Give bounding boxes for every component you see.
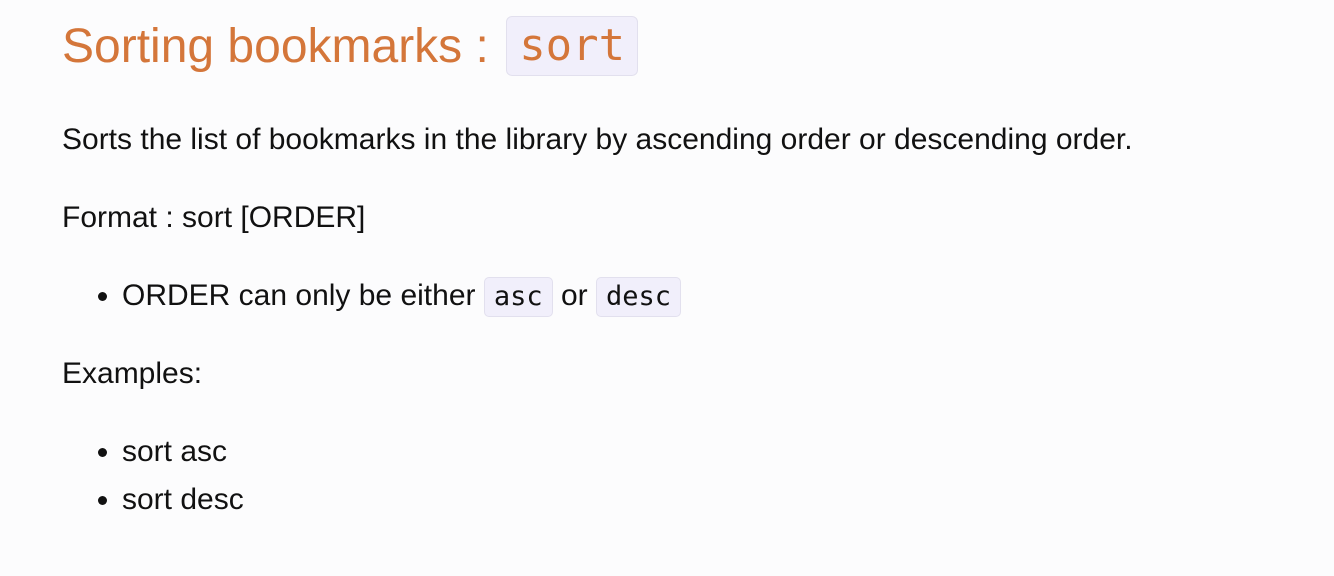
examples-list: sort asc sort desc bbox=[62, 428, 244, 524]
example-item-desc: sort desc bbox=[122, 476, 244, 524]
description-paragraph: Sorts the list of bookmarks in the libra… bbox=[62, 123, 1133, 156]
order-rule-prefix: ORDER can only be either bbox=[122, 279, 484, 312]
order-rule-joiner: or bbox=[552, 279, 596, 312]
asc-code: asc bbox=[483, 277, 553, 318]
heading-text: Sorting bookmarks : bbox=[62, 20, 503, 73]
order-rule-list: ORDER can only be either asc or desc bbox=[62, 272, 682, 320]
format-paragraph: Format : sort [ORDER] bbox=[62, 201, 366, 234]
example-item-asc: sort asc bbox=[122, 428, 244, 476]
section-heading: Sorting bookmarks : sort bbox=[62, 16, 639, 78]
examples-label: Examples: bbox=[62, 357, 203, 390]
heading-command-code: sort bbox=[506, 16, 639, 76]
order-rule-item: ORDER can only be either asc or desc bbox=[122, 272, 682, 320]
desc-code: desc bbox=[595, 277, 682, 318]
